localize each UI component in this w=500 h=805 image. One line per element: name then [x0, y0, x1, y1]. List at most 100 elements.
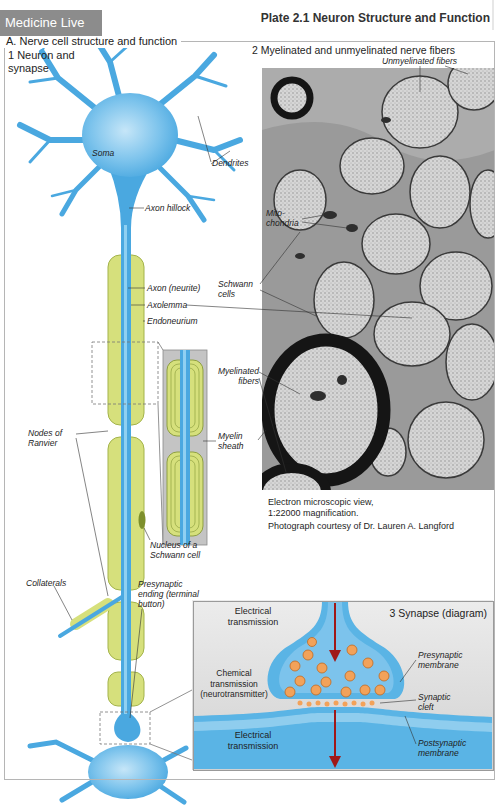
part-label: Axon (neurite) — [147, 283, 217, 293]
soma — [82, 93, 178, 177]
zoom-indicator — [158, 404, 163, 545]
part-label: Myelinated fibers — [208, 366, 259, 386]
electron-micrograph — [262, 68, 495, 490]
leader-lines — [76, 431, 108, 434]
part-label: Collaterals — [26, 578, 86, 588]
dendrites — [20, 125, 86, 140]
part-label: Unmyelinated fibers — [382, 56, 492, 66]
part-label: Schwann cells — [218, 279, 260, 299]
synapse-diagram — [379, 671, 389, 681]
electron-micrograph — [268, 340, 384, 480]
electron-micrograph — [295, 117, 391, 401]
synapse-diagram — [317, 663, 327, 673]
synapse-diagram — [361, 702, 366, 707]
myelin-inset — [180, 350, 190, 545]
leader-lines — [203, 441, 216, 442]
part-label: Nucleus of a Schwann cell — [150, 540, 220, 560]
electron-micrograph — [346, 224, 358, 232]
leader-lines — [405, 716, 416, 744]
collateral-axon — [60, 597, 122, 636]
electron-micrograph — [362, 214, 430, 274]
electron-micrograph — [314, 262, 374, 338]
myelin-inset — [163, 350, 207, 545]
electron-micrograph — [262, 468, 326, 490]
electron-micrograph — [410, 156, 470, 228]
myelin-inset — [163, 350, 207, 545]
plate-title: Plate 2.1 Neuron Structure and Function — [261, 11, 490, 25]
synapse-diagram — [363, 658, 373, 668]
synapse-diagram — [343, 702, 348, 707]
myelin-inset — [183, 350, 186, 545]
leader-lines — [131, 305, 145, 306]
part-label: Presynaptic membrane — [418, 650, 484, 670]
synapse-diagram — [334, 603, 336, 656]
postsynaptic-neuron — [62, 782, 92, 800]
leader-lines — [54, 586, 72, 620]
postsynaptic-soma — [88, 745, 168, 799]
synapse-diagram — [334, 710, 336, 762]
leader-lines — [302, 222, 347, 228]
leader-lines — [258, 430, 266, 440]
synapse-diagram — [345, 671, 355, 681]
figure-heading: 2 Myelinated and unmyelinated nerve fibe… — [252, 44, 492, 56]
axon — [121, 225, 131, 720]
leader-lines — [400, 660, 416, 682]
synapse-diagram — [268, 601, 405, 699]
postsynaptic-neuron — [30, 742, 186, 802]
synapse-diagram — [285, 638, 389, 698]
dendrites — [195, 76, 226, 86]
zoom-indicator — [150, 744, 192, 760]
zoom-indicator — [150, 690, 192, 712]
leader-lines — [302, 215, 324, 219]
synapse-diagram — [341, 687, 351, 697]
electron-micrograph — [448, 68, 495, 110]
part-label: Dendrites — [212, 158, 272, 168]
part-label: Postsynaptic membrane — [418, 738, 488, 758]
synapse-diagram — [352, 701, 357, 706]
part-label: Nodes of Ranvier — [28, 428, 76, 448]
synapse-diagram — [193, 713, 492, 732]
part-label: Soma — [92, 148, 132, 158]
signal-label: Chemical transmission (neurotransmitter) — [194, 668, 274, 700]
panel-heading: A. Nerve cell structure and function — [4, 34, 181, 48]
postsynaptic-neuron — [164, 748, 186, 760]
leader-lines — [380, 700, 416, 703]
synapse-diagram — [303, 650, 313, 660]
dendrites — [52, 190, 76, 196]
synapse-diagram — [295, 676, 305, 686]
leader-lines — [445, 66, 468, 74]
part-label: Endoneurium — [147, 316, 217, 326]
signal-label: Electrical transmission — [217, 730, 289, 752]
part-label: Synaptic cleft — [418, 692, 468, 712]
leader-lines — [198, 116, 211, 162]
synapse-diagram — [298, 701, 375, 707]
synapse-diagram — [375, 685, 385, 695]
synapse-diagram — [321, 677, 331, 687]
synapse-diagram — [307, 702, 312, 707]
photo-caption: Electron microscopic view, 1:22000 magni… — [268, 497, 393, 519]
leader-lines — [420, 66, 421, 92]
leader-lines — [144, 528, 150, 540]
electron-micrograph — [274, 80, 310, 116]
electron-micrograph — [262, 68, 495, 490]
synapse-diagram — [285, 687, 295, 697]
figure-heading: 1 Neuron and synapse — [8, 49, 82, 75]
synapse-diagram — [298, 701, 303, 706]
part-label: Myelin sheath — [218, 431, 260, 451]
leader-lines — [76, 438, 108, 596]
terminal-button — [114, 714, 140, 742]
part-label: Axolemma — [147, 300, 207, 310]
electron-micrograph — [340, 138, 404, 194]
synapse-diagram — [334, 701, 339, 706]
dendrites — [30, 78, 58, 82]
synapse-diagram — [192, 600, 493, 770]
electron-micrograph — [408, 402, 484, 478]
synapse-diagram — [192, 600, 493, 770]
dendrites — [30, 140, 50, 162]
axon-highlight — [124, 225, 127, 715]
leader-lines — [128, 288, 145, 289]
zoom-indicator — [92, 342, 158, 404]
leader-lines — [129, 208, 144, 209]
dendrites — [62, 166, 100, 214]
